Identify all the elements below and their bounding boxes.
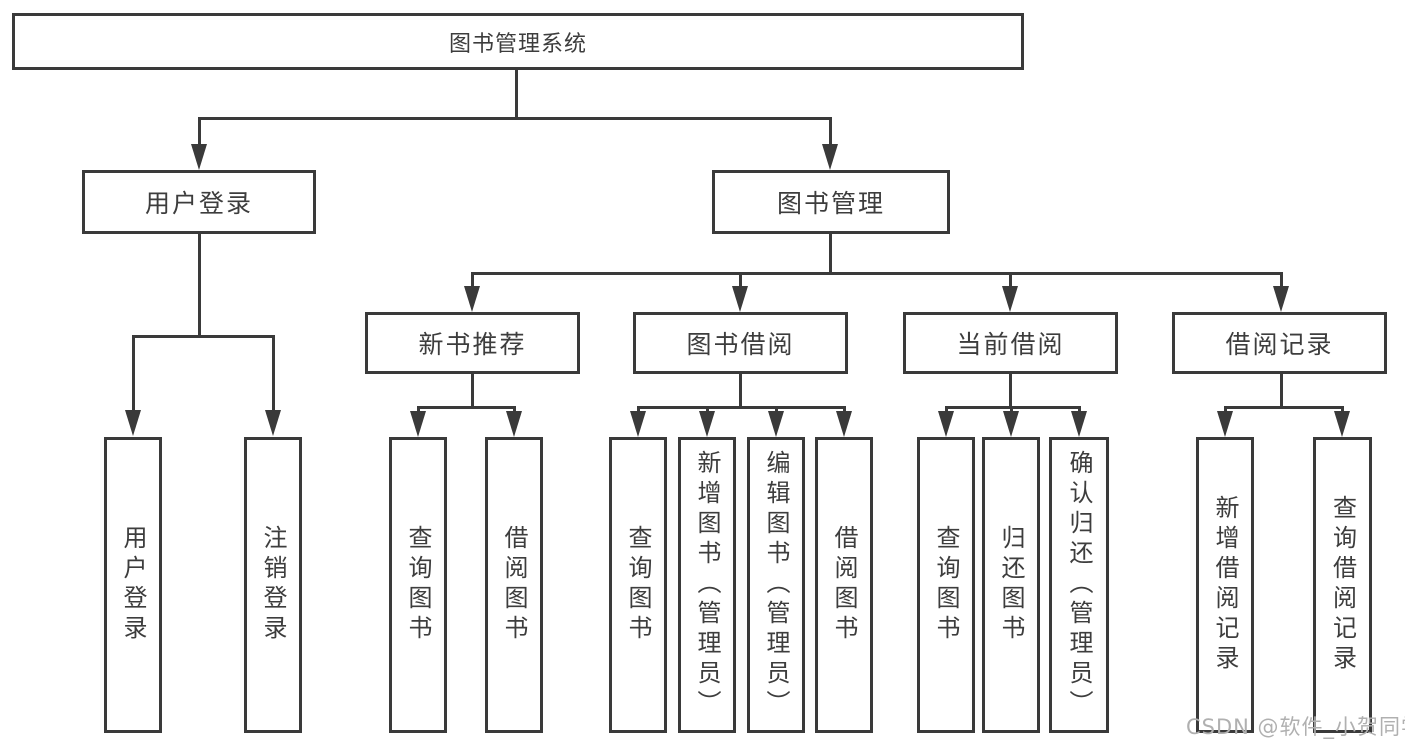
leaf-logout: 注销登录: [244, 437, 302, 733]
connector-line: [944, 405, 1081, 409]
connector-line: [1223, 405, 1344, 409]
leaf-cur-return-books: 归还图书: [982, 437, 1040, 733]
arrowhead-icon: [822, 144, 838, 170]
connector-line: [197, 234, 201, 336]
leaf-bb-edit-books-label: 编辑图书（管理员）: [762, 450, 790, 720]
leaf-br-query-record: 查询借阅记录: [1313, 437, 1372, 733]
arrowhead-icon: [1003, 411, 1019, 437]
node-book-mgmt-label: 图书管理: [776, 189, 885, 218]
leaf-rec-query-books-label: 查询图书: [404, 525, 432, 645]
leaf-rec-query-books: 查询图书: [389, 437, 447, 733]
node-new-book-rec-label: 新书推荐: [418, 330, 527, 359]
arrowhead-icon: [1071, 411, 1087, 437]
node-new-book-rec: 新书推荐: [365, 312, 580, 374]
arrowhead-icon: [1334, 411, 1350, 437]
connector-line: [738, 374, 742, 407]
node-root-label: 图书管理系统: [448, 31, 587, 57]
node-book-borrow: 图书借阅: [633, 312, 848, 374]
arrowhead-icon: [836, 411, 852, 437]
connector-line: [197, 116, 832, 120]
leaf-cur-return-books-label: 归还图书: [997, 525, 1025, 645]
leaf-br-query-record-label: 查询借阅记录: [1328, 495, 1357, 675]
leaf-br-add-record: 新增借阅记录: [1196, 437, 1254, 733]
arrowhead-icon: [506, 411, 522, 437]
connector-line: [470, 271, 1283, 275]
connector-line: [470, 273, 474, 287]
arrowhead-icon: [410, 411, 426, 437]
node-book-mgmt: 图书管理: [712, 170, 950, 234]
node-user-login-label: 用户登录: [144, 189, 253, 218]
leaf-br-add-record-label: 新增借阅记录: [1211, 495, 1239, 675]
leaf-bb-query-books: 查询图书: [609, 437, 667, 733]
arrowhead-icon: [938, 411, 954, 437]
leaf-bb-edit-books: 编辑图书（管理员）: [747, 437, 805, 733]
leaf-bb-query-books-label: 查询图书: [624, 525, 652, 645]
node-user-login: 用户登录: [82, 170, 316, 234]
leaf-user-login-label: 用户登录: [119, 525, 147, 645]
arrowhead-icon: [732, 286, 748, 312]
connector-line: [828, 234, 832, 273]
leaf-cur-confirm-return-label: 确认归还（管理员）: [1065, 450, 1093, 720]
leaf-bb-add-books-label: 新增图书（管理员）: [693, 450, 721, 720]
connector-line: [271, 336, 275, 412]
connector-line: [514, 70, 518, 119]
connector-line: [470, 374, 474, 407]
leaf-bb-borrow-books-label: 借阅图书: [830, 525, 858, 645]
connector-line: [738, 273, 742, 287]
leaf-rec-borrow-books: 借阅图书: [485, 437, 543, 733]
node-root: 图书管理系统: [12, 13, 1024, 70]
node-borrow-record: 借阅记录: [1172, 312, 1387, 374]
connector-line: [131, 334, 275, 338]
arrowhead-icon: [630, 411, 646, 437]
leaf-cur-query-books: 查询图书: [917, 437, 975, 733]
connector-line: [828, 118, 832, 146]
leaf-rec-borrow-books-label: 借阅图书: [500, 525, 528, 645]
arrowhead-icon: [125, 410, 141, 436]
connector-line: [416, 405, 516, 409]
arrowhead-icon: [464, 286, 480, 312]
connector-line: [1008, 374, 1012, 407]
arrowhead-icon: [1002, 286, 1018, 312]
connector-line: [197, 118, 201, 146]
leaf-user-login: 用户登录: [104, 437, 162, 733]
arrowhead-icon: [265, 410, 281, 436]
leaf-cur-query-books-label: 查询图书: [932, 525, 960, 645]
leaf-bb-borrow-books: 借阅图书: [815, 437, 873, 733]
arrowhead-icon: [191, 144, 207, 170]
arrowhead-icon: [1273, 286, 1289, 312]
arrowhead-icon: [699, 411, 715, 437]
arrowhead-icon: [1217, 411, 1233, 437]
connector-line: [636, 405, 846, 409]
connector-line: [1279, 374, 1283, 407]
connector-line: [131, 336, 135, 412]
watermark: CSDN @软件_小贺同学: [1186, 715, 1405, 739]
leaf-logout-label: 注销登录: [259, 525, 287, 645]
node-current-borrow: 当前借阅: [903, 312, 1118, 374]
node-borrow-record-label: 借阅记录: [1225, 330, 1334, 359]
connector-line: [1279, 273, 1283, 287]
node-current-borrow-label: 当前借阅: [956, 330, 1065, 359]
leaf-bb-add-books: 新增图书（管理员）: [678, 437, 736, 733]
arrowhead-icon: [768, 411, 784, 437]
connector-line: [1008, 273, 1012, 287]
node-book-borrow-label: 图书借阅: [686, 330, 795, 359]
leaf-cur-confirm-return: 确认归还（管理员）: [1049, 437, 1109, 733]
